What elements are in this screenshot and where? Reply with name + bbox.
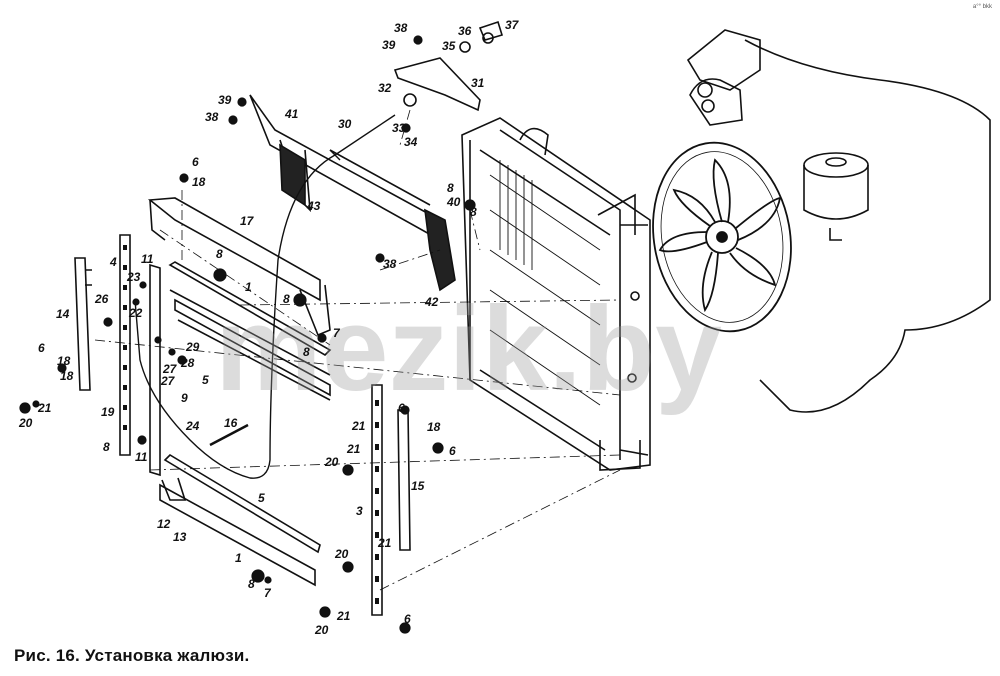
- callout-labels: 38 39 36 37 35 31 32 39 38 41 30 33 34 6…: [18, 18, 520, 637]
- callout-label: 8: [470, 205, 477, 219]
- callout-label: 18: [60, 369, 74, 383]
- corner-mark: a°° bkk: [972, 4, 992, 10]
- callout-label: 1: [245, 280, 252, 294]
- callout-label: 21: [346, 442, 361, 456]
- callout-label: 11: [135, 450, 148, 464]
- radiator: [461, 117, 651, 471]
- callout-label: 26: [94, 292, 109, 306]
- callout-label: 41: [284, 107, 299, 121]
- callout-label: 18: [57, 354, 71, 368]
- callout-label: 7: [333, 326, 341, 340]
- callout-label: 21: [336, 609, 351, 623]
- callout-label: 40: [446, 195, 461, 209]
- callout-label: 39: [382, 38, 396, 52]
- callout-label: 20: [314, 623, 329, 637]
- callout-label: 6: [404, 612, 411, 626]
- callout-label: 5: [202, 373, 209, 387]
- callout-label: 5: [258, 491, 265, 505]
- callout-label: 20: [324, 455, 339, 469]
- callout-label: 32: [378, 81, 392, 95]
- callout-label: 31: [471, 76, 485, 90]
- callout-label: 24: [185, 419, 200, 433]
- callout-label: 20: [334, 547, 349, 561]
- callout-label: 11: [141, 252, 154, 266]
- assembly-guide-lines: [94, 109, 621, 591]
- callout-label: 28: [180, 356, 195, 370]
- callout-label: 12: [157, 517, 171, 531]
- callout-label: 8: [248, 577, 255, 591]
- callout-label: 13: [173, 530, 187, 544]
- callout-label: 14: [56, 307, 70, 321]
- upper-bracket-41: [147, 94, 456, 337]
- callout-label: 38: [205, 110, 219, 124]
- figure-caption: Рис. 16. Установка жалюзи.: [14, 646, 250, 665]
- callout-label: 16: [224, 416, 238, 430]
- callout-label: 21: [351, 419, 366, 433]
- fan-icon: [652, 141, 792, 333]
- callout-label: 43: [306, 199, 321, 213]
- callout-label: 1: [235, 551, 242, 565]
- louver-frame: [74, 234, 411, 616]
- callout-label: 6: [449, 444, 456, 458]
- callout-label: 7: [264, 586, 272, 600]
- callout-label: 29: [185, 340, 200, 354]
- callout-label: 6: [192, 155, 199, 169]
- callout-label: 37: [505, 18, 520, 32]
- callout-label: 19: [101, 405, 115, 419]
- callout-label: 21: [37, 401, 52, 415]
- hinge-bracket-31: [393, 20, 504, 112]
- callout-label: 18: [192, 175, 206, 189]
- callout-label: 36: [458, 24, 472, 38]
- watermark: mezik.by: [215, 282, 722, 416]
- callout-label: 22: [128, 306, 143, 320]
- callout-label: 35: [442, 39, 456, 53]
- callout-label: 4: [109, 255, 117, 269]
- callout-label: 21: [377, 536, 392, 550]
- callout-label: 34: [404, 135, 418, 149]
- engine-outline: [686, 29, 991, 413]
- callout-label: 18: [427, 420, 441, 434]
- callout-label: 8: [216, 247, 223, 261]
- callout-label: 38: [394, 21, 408, 35]
- control-cable: [134, 114, 396, 479]
- callout-label: 8: [303, 345, 310, 359]
- callout-label: 39: [218, 93, 232, 107]
- callout-label: 15: [411, 479, 425, 493]
- callout-label: 6: [398, 401, 405, 415]
- callout-label: 38: [383, 257, 397, 271]
- callout-label: 30: [338, 117, 352, 131]
- callout-label: 27: [162, 362, 178, 376]
- callout-label: 17: [240, 214, 255, 228]
- callout-label: 33: [392, 121, 406, 135]
- rail-holes: [123, 245, 379, 604]
- callout-label: 42: [424, 295, 439, 309]
- callout-label: 9: [181, 391, 188, 405]
- callout-label: 20: [18, 416, 33, 430]
- filter-canister-icon: [803, 152, 869, 241]
- callout-label: 8: [447, 181, 454, 195]
- callout-label: 6: [38, 341, 45, 355]
- callout-label: 8: [103, 440, 110, 454]
- callout-label: 27: [160, 374, 176, 388]
- callout-label: 3: [356, 504, 363, 518]
- callout-label: 23: [126, 270, 141, 284]
- callout-label: 8: [283, 292, 290, 306]
